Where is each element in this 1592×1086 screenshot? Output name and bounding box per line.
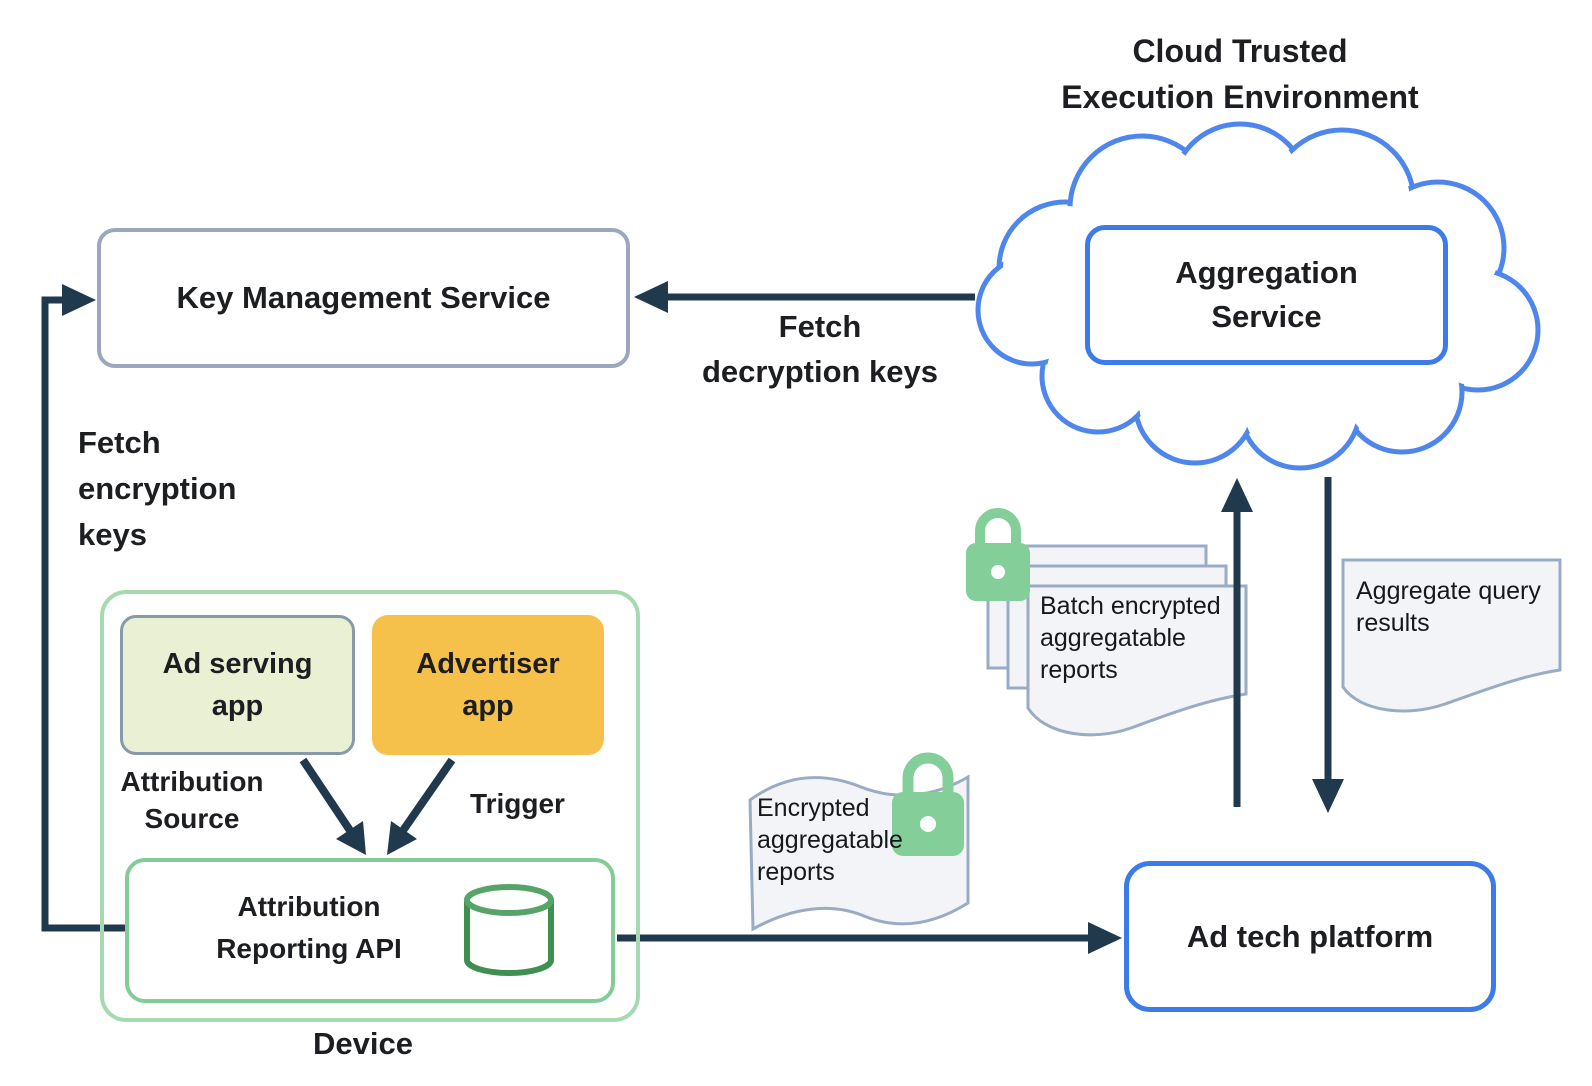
- advertiser-app-box: Advertiser app: [372, 615, 604, 755]
- batch-encrypted-reports-label: Batch encrypted aggregatable reports: [1040, 592, 1221, 684]
- arrow-aggregate-results-down: [1312, 477, 1344, 813]
- aggregation-service-box: Aggregation Service: [1085, 225, 1448, 365]
- database-cylinder-icon: [464, 884, 554, 976]
- ad-serving-app-label: Ad serving app: [162, 648, 313, 722]
- batch-reports-doc: [986, 544, 1248, 737]
- device-label: Device: [313, 1026, 413, 1061]
- arrow-fetch-decryption-keys: [634, 281, 975, 313]
- arrow-attribution-source: [299, 757, 366, 855]
- key-management-service-label: Key Management Service: [176, 280, 551, 315]
- ad-tech-platform-box: Ad tech platform: [1124, 861, 1496, 1012]
- key-management-service-box: Key Management Service: [97, 228, 630, 368]
- attribution-reporting-api-box: Attribution Reporting API: [125, 858, 615, 1003]
- aggregate-query-results-label: Aggregate query results: [1356, 577, 1541, 637]
- attribution-reporting-api-label: Attribution Reporting API: [216, 891, 402, 964]
- aggregation-service-label: Aggregation Service: [1175, 255, 1358, 334]
- aggregate-results-doc: [1341, 558, 1562, 713]
- fetch-encryption-keys-label: Fetch encryption keys: [78, 425, 237, 552]
- arrow-encrypted-reports-to-adtech: [617, 922, 1122, 954]
- cloud-tee-title: Cloud Trusted Execution Environment: [1061, 33, 1419, 115]
- fetch-decryption-keys-label: Fetch decryption keys: [701, 309, 939, 389]
- device-box: [100, 590, 640, 1022]
- attribution-source-label: Attribution Source: [120, 766, 264, 834]
- arrow-fetch-encryption-keys: [41, 284, 125, 932]
- arrow-batch-reports-up: [1221, 478, 1253, 807]
- lock-icon: [966, 508, 1030, 601]
- lock-icon: [892, 752, 964, 856]
- advertiser-app-label: Advertiser app: [416, 648, 560, 722]
- encrypted-reports-label: Encrypted aggregatable reports: [757, 794, 903, 886]
- trigger-label: Trigger: [470, 788, 565, 819]
- arrow-trigger: [387, 757, 456, 855]
- ad-serving-app-box: Ad serving app: [120, 615, 355, 755]
- ad-tech-platform-label: Ad tech platform: [1186, 918, 1434, 954]
